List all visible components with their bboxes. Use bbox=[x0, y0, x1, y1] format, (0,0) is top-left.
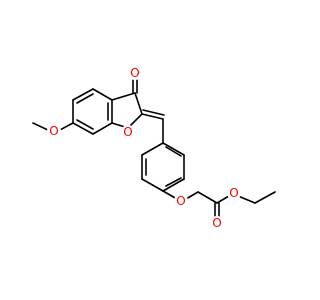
bond bbox=[76, 119, 94, 130]
bond bbox=[142, 109, 165, 116]
bond bbox=[165, 177, 182, 187]
bond bbox=[162, 142, 185, 156]
methoxy-oxygen-label: O bbox=[49, 124, 58, 138]
bond bbox=[216, 195, 230, 204]
ring-oxygen: O bbox=[121, 125, 135, 139]
carbonyl-oxygen-label: O bbox=[212, 216, 221, 230]
bond bbox=[141, 178, 164, 192]
bond bbox=[162, 190, 178, 200]
molecule-structure: O O O O O O bbox=[32, 66, 276, 230]
bond bbox=[111, 92, 136, 101]
ring-oxygen-label: O bbox=[123, 125, 132, 139]
ketone-oxygen: O bbox=[128, 66, 142, 80]
atom-background bbox=[174, 194, 188, 208]
atom-labels: O O O O O O bbox=[47, 66, 241, 230]
atom-background bbox=[210, 216, 224, 230]
bond bbox=[197, 191, 218, 204]
bond bbox=[185, 191, 199, 200]
bond bbox=[254, 191, 276, 204]
bond bbox=[237, 195, 256, 204]
bond bbox=[92, 122, 113, 135]
ester-oxygen: O bbox=[227, 186, 241, 200]
atom-background bbox=[47, 124, 61, 138]
bond bbox=[72, 88, 94, 101]
ester-oxygen-label: O bbox=[229, 186, 238, 200]
bonds bbox=[32, 79, 276, 217]
bond bbox=[141, 113, 164, 120]
bond bbox=[134, 92, 143, 115]
bond bbox=[141, 142, 164, 156]
atom-background bbox=[128, 66, 142, 80]
ether-oxygen: O bbox=[174, 194, 188, 208]
atom-background bbox=[121, 125, 135, 139]
bond bbox=[165, 146, 182, 157]
bond bbox=[72, 122, 94, 135]
ketone-oxygen-label: O bbox=[130, 66, 139, 80]
ether-oxygen-label: O bbox=[176, 194, 185, 208]
methoxy-oxygen: O bbox=[47, 124, 61, 138]
carbonyl-oxygen: O bbox=[210, 216, 224, 230]
atom-background bbox=[227, 186, 241, 200]
bond bbox=[76, 93, 94, 104]
bond bbox=[92, 88, 113, 101]
bond bbox=[162, 178, 185, 192]
